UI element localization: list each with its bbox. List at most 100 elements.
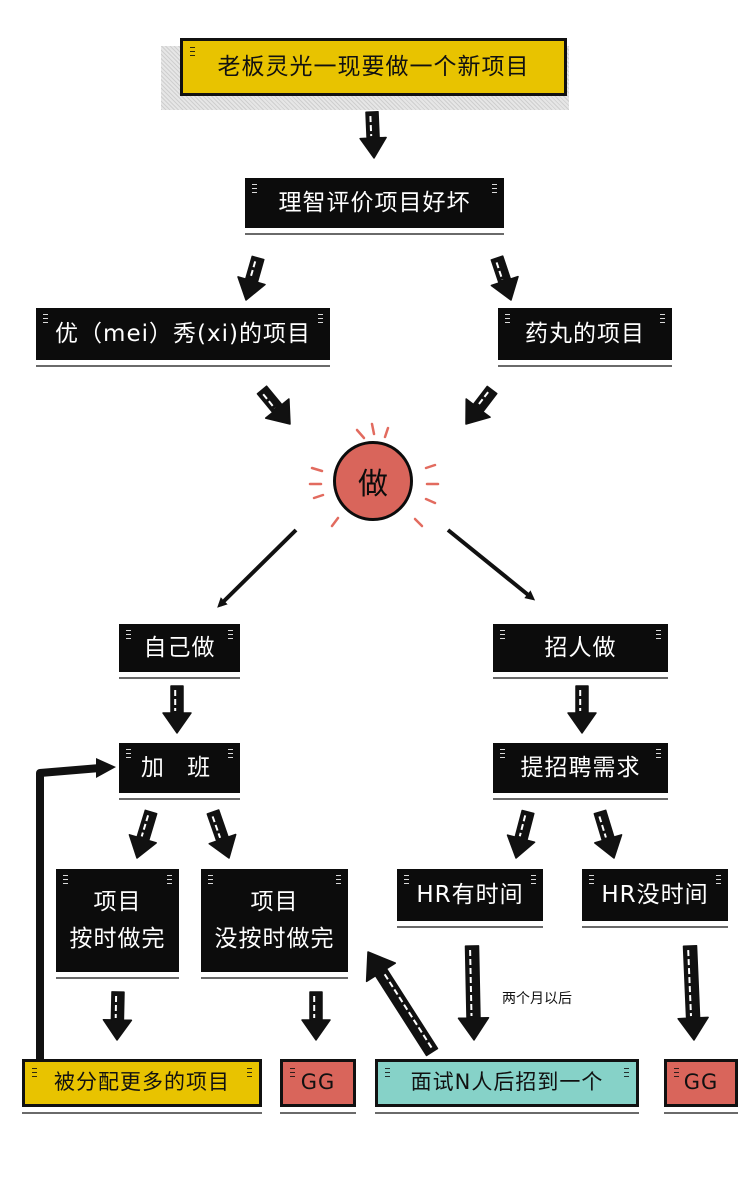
- tick-mark: [247, 1068, 252, 1077]
- gg-right-underline: [664, 1112, 738, 1114]
- arrow-evaluate-to-good: [237, 255, 266, 301]
- hr-has-time-label: HR有时间: [416, 881, 524, 908]
- bad-project-box: 药丸的项目: [498, 308, 672, 360]
- more-projects-label: 被分配更多的项目: [54, 1070, 230, 1095]
- hiring-need-box: 提招聘需求: [493, 743, 668, 793]
- good-project-underline: [36, 365, 330, 367]
- arrow-overtime-to-ontime-highlight: [140, 815, 150, 837]
- tick-mark: [336, 875, 341, 884]
- gg-left-box: GG: [280, 1059, 356, 1107]
- tick-mark: [190, 47, 195, 56]
- tick-mark: [126, 630, 131, 639]
- hr-has-time-box: HR有时间: [397, 869, 543, 921]
- idea-label: 老板灵光一现要做一个新项目: [217, 53, 530, 80]
- tick-mark: [674, 1068, 679, 1077]
- arrow-overtime-to-notontime: [206, 809, 237, 859]
- arrow-evaluate-to-bad-highlight: [495, 262, 504, 281]
- tick-mark: [624, 1068, 629, 1077]
- tick-mark: [228, 630, 233, 639]
- arrow-evaluate-to-bad: [490, 255, 519, 301]
- tick-mark: [318, 314, 323, 323]
- tick-mark: [167, 875, 172, 884]
- tick-mark: [404, 875, 409, 884]
- on-time-underline: [56, 977, 179, 979]
- arrow-evaluate-to-good-highlight: [249, 261, 257, 279]
- idea-box: 老板灵光一现要做一个新项目: [180, 38, 567, 96]
- on-time-line2: 按时做完: [69, 925, 166, 952]
- arrow-loop-head: [96, 758, 116, 778]
- tick-mark: [716, 875, 721, 884]
- arrow-interview-to-notontime: [365, 951, 439, 1057]
- arrow-hire-to-need: [567, 685, 597, 734]
- tick-mark: [500, 749, 505, 758]
- do-self-box: 自己做: [119, 624, 240, 672]
- arrow-hrno-to-gg: [677, 944, 709, 1041]
- arrow-self-to-overtime: [162, 685, 192, 734]
- tick-mark: [208, 875, 213, 884]
- bad-project-underline: [498, 365, 672, 367]
- arrow-bad-to-do: [465, 385, 498, 425]
- tick-mark: [492, 184, 497, 193]
- not-on-time-line2: 没按时做完: [214, 925, 335, 952]
- hr-no-time-box: HR没时间: [582, 869, 728, 921]
- more-projects-underline: [22, 1112, 262, 1114]
- arrow-do-to-hire: [446, 528, 536, 601]
- tick-mark: [63, 875, 68, 884]
- arrow-notontime-to-gg: [301, 991, 331, 1041]
- overtime-box: 加 班: [119, 743, 240, 793]
- arrow-do-to-self: [217, 528, 298, 608]
- hr-no-time-label: HR没时间: [601, 881, 709, 908]
- good-project-box: 优（mei）秀(xi)的项目: [36, 308, 330, 360]
- hiring-need-underline: [493, 798, 668, 800]
- arrow-interview-to-notontime-highlight: [382, 972, 433, 1049]
- tick-mark: [656, 630, 661, 639]
- arrow-hrno-to-gg-highlight: [687, 950, 692, 1017]
- tick-mark: [589, 875, 594, 884]
- hire-label: 招人做: [544, 634, 617, 661]
- on-time-box: 项目 按时做完: [56, 869, 179, 972]
- hire-underline: [493, 677, 668, 679]
- arrow-idea-to-evaluate-highlight: [369, 116, 373, 137]
- arrow-idea-to-evaluate: [359, 110, 387, 159]
- hiring-need-label: 提招聘需求: [520, 754, 641, 781]
- arrow-hrhas-to-interview: [457, 945, 490, 1041]
- arrow-hrhas-to-interview-highlight: [469, 949, 473, 1017]
- bad-project-label: 药丸的项目: [525, 320, 645, 347]
- fat-arrows: [102, 110, 709, 1057]
- gg-right-label: GG: [683, 1070, 719, 1095]
- more-projects-box: 被分配更多的项目: [22, 1059, 262, 1107]
- tick-mark: [385, 1068, 390, 1077]
- do-self-label: 自己做: [143, 634, 216, 661]
- hr-no-time-underline: [582, 926, 728, 928]
- arrow-bad-to-do-highlight: [477, 391, 489, 407]
- evaluate-underline: [245, 233, 504, 235]
- tick-mark: [126, 749, 131, 758]
- tick-mark: [252, 184, 257, 193]
- gg-right-box: GG: [664, 1059, 738, 1107]
- overtime-underline: [119, 798, 240, 800]
- arrow-good-to-do: [256, 385, 291, 425]
- evaluate-box: 理智评价项目好坏: [245, 178, 504, 228]
- tick-mark: [500, 630, 505, 639]
- good-project-label: 优（mei）秀(xi)的项目: [55, 320, 311, 347]
- not-on-time-line1: 项目: [250, 888, 299, 915]
- tick-mark: [660, 314, 665, 323]
- hire-box: 招人做: [493, 624, 668, 672]
- tick-mark: [505, 314, 510, 323]
- hr-has-time-underline: [397, 926, 543, 928]
- arrow-need-to-hrhas-highlight: [518, 815, 527, 837]
- arrow-overtime-to-notontime-highlight: [211, 816, 222, 839]
- tick-mark: [43, 314, 48, 323]
- tick-mark: [290, 1068, 295, 1077]
- on-time-line1: 项目: [93, 888, 142, 915]
- overtime-label: 加 班: [140, 754, 219, 781]
- interview-label: 面试N人后招到一个: [410, 1070, 604, 1095]
- arrow-ontime-to-more: [102, 991, 133, 1041]
- interview-underline: [375, 1112, 639, 1114]
- evaluate-label: 理智评价项目好坏: [278, 189, 471, 216]
- tick-mark: [228, 749, 233, 758]
- tick-mark: [656, 749, 661, 758]
- gg-left-underline: [280, 1112, 356, 1114]
- tick-mark: [32, 1068, 37, 1077]
- arrow-loop-back: [36, 764, 101, 1060]
